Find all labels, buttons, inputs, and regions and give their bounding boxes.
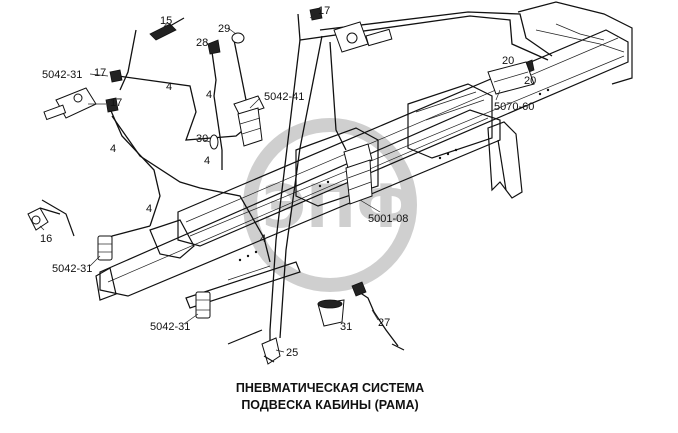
label-4-a: 4: [166, 81, 172, 93]
label-15: 15: [160, 15, 172, 27]
part-labels: 15 29 28 17 5042-31 17 17 4 4 5042-41 30…: [40, 5, 536, 359]
valve-5042-31-mid-icon: [97, 235, 113, 261]
leader-lines: [39, 13, 501, 353]
label-4-f: 4: [260, 233, 266, 245]
title-line-2: ПОДВЕСКА КАБИНЫ (РАМА): [241, 398, 418, 412]
fitting-17-left-icon: [109, 69, 123, 83]
label-30: 30: [196, 133, 208, 145]
label-4-d: 4: [110, 143, 116, 155]
lever-27-icon: [351, 281, 405, 351]
valve-5042-31-bottom-icon: [195, 291, 211, 319]
part-31-icon: [317, 299, 345, 327]
block-5070-60-icon: [487, 61, 535, 95]
label-5042-31-top: 5042-31: [42, 69, 82, 81]
label-31: 31: [340, 321, 352, 333]
fitting-30-icon: [209, 134, 219, 150]
label-4-b: 4: [206, 89, 212, 101]
label-17-left: 17: [94, 67, 106, 79]
label-17-left2: 17: [110, 97, 122, 109]
label-4-e: 4: [146, 203, 152, 215]
airbag-5042-41-icon: [233, 95, 265, 147]
rear-valve-icon: [333, 21, 393, 53]
air-pipes: [107, 11, 553, 345]
components: [27, 7, 535, 365]
fitting-28-icon: [207, 39, 221, 55]
label-5042-31-bottom: 5042-31: [150, 321, 190, 333]
label-25: 25: [286, 347, 298, 359]
label-29: 29: [218, 23, 230, 35]
clamp-16-icon: [27, 207, 61, 231]
fitting-17-left2-icon: [105, 97, 119, 113]
label-28: 28: [196, 37, 208, 49]
part-25-icon: [261, 337, 281, 365]
label-20-a: 20: [502, 55, 514, 67]
chassis-frame: [95, 1, 633, 309]
cap-29-icon: [231, 32, 245, 44]
airspring-5001-08-icon: [343, 143, 373, 205]
label-17-top: 17: [318, 5, 330, 17]
title-line-1: ПНЕВМАТИЧЕСКАЯ СИСТЕМА: [236, 381, 424, 395]
label-5070-60: 5070-60: [494, 101, 534, 113]
label-20-b: 20: [524, 75, 536, 87]
label-5042-41: 5042-41: [264, 91, 304, 103]
label-16: 16: [40, 233, 52, 245]
diagram-title: ПНЕВМАТИЧЕСКАЯ СИСТЕМА ПОДВЕСКА КАБИНЫ (…: [236, 381, 424, 412]
label-4-c: 4: [204, 155, 210, 167]
watermark: ЭПФ: [243, 118, 417, 292]
label-5001-08: 5001-08: [368, 213, 408, 225]
label-5042-31-mid: 5042-31: [52, 263, 92, 275]
label-27: 27: [378, 317, 390, 329]
